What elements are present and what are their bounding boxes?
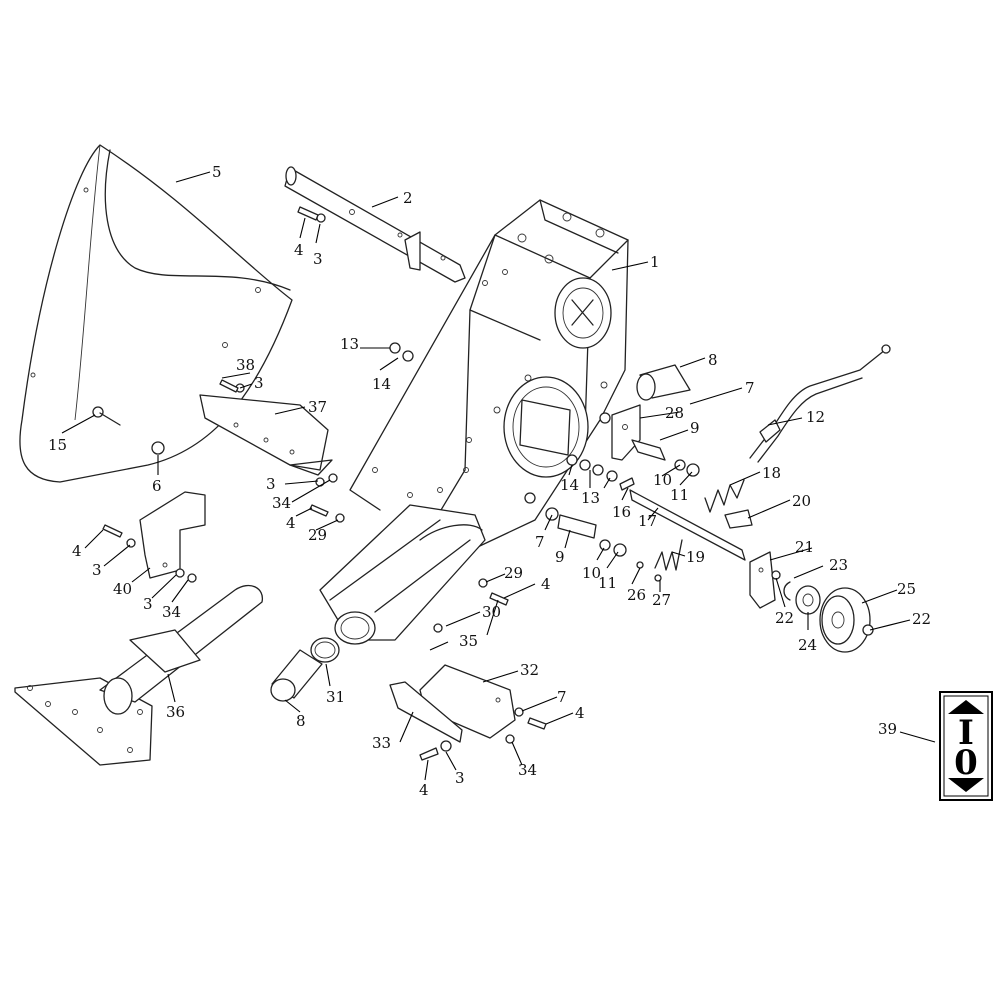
bracket-40: [139, 491, 206, 579]
label-part-7: 7: [745, 379, 755, 397]
label-part-31: 31: [326, 688, 345, 706]
label-part-19: 19: [686, 548, 705, 566]
label-part-11: 11: [598, 574, 617, 592]
main-frame: [349, 199, 629, 561]
label-part-8: 8: [708, 351, 718, 369]
direction-decal: I 0: [939, 691, 993, 801]
label-part-34: 34: [272, 494, 291, 512]
label-part-22: 22: [775, 609, 794, 627]
label-part-22: 22: [912, 610, 931, 628]
label-part-13: 13: [340, 335, 359, 353]
label-part-3: 3: [455, 769, 465, 787]
callout-labels: 1 2 4 3 5 13 14 38 3 37 15 6 3 34 4 29 4…: [48, 163, 931, 799]
label-part-6: 6: [152, 477, 162, 495]
label-part-25: 25: [897, 580, 916, 598]
label-part-4: 4: [294, 241, 304, 259]
label-part-33: 33: [372, 734, 391, 752]
label-part-13: 13: [581, 489, 600, 507]
decal-top-symbol: I: [958, 713, 974, 753]
label-part-2: 2: [403, 189, 413, 207]
sleeves: [270, 364, 691, 702]
label-part-20: 20: [792, 492, 811, 510]
label-part-29: 29: [308, 526, 327, 544]
label-part-39: 39: [878, 720, 897, 738]
label-part-37: 37: [308, 398, 327, 416]
down-arrow-icon: [948, 778, 984, 792]
label-part-29: 29: [504, 564, 523, 582]
bracket-pulley: [749, 551, 871, 653]
label-part-34: 34: [162, 603, 181, 621]
label-part-18: 18: [762, 464, 781, 482]
label-part-23: 23: [829, 556, 848, 574]
label-part-4: 4: [286, 514, 296, 532]
leader-lines: [61, 171, 936, 781]
label-part-3: 3: [92, 561, 102, 579]
label-part-24: 24: [798, 636, 817, 654]
label-part-4: 4: [541, 575, 551, 593]
label-part-3: 3: [254, 374, 264, 392]
hardware: [92, 206, 874, 761]
decal-bottom-symbol: 0: [954, 743, 978, 783]
label-part-11: 11: [670, 486, 689, 504]
cable-12: [749, 344, 891, 463]
shaft-springs: [557, 479, 753, 571]
label-part-30: 30: [482, 603, 501, 621]
label-part-12: 12: [806, 408, 825, 426]
label-part-4: 4: [419, 781, 429, 799]
label-part-1: 1: [650, 253, 660, 271]
label-part-14: 14: [560, 476, 579, 494]
brackets-32-33: [389, 664, 516, 743]
label-part-35: 35: [459, 632, 478, 650]
label-part-32: 32: [520, 661, 539, 679]
label-part-7: 7: [557, 688, 567, 706]
label-part-38: 38: [236, 356, 255, 374]
label-part-9: 9: [690, 419, 700, 437]
label-part-3: 3: [143, 595, 153, 613]
shaft-bracket: [284, 166, 466, 283]
bracket-28: [611, 404, 666, 461]
label-part-17: 17: [638, 512, 657, 530]
label-part-7: 7: [535, 533, 545, 551]
bracket-37: [199, 394, 333, 476]
label-part-26: 26: [627, 586, 646, 604]
lower-frame-tube: [319, 504, 486, 645]
label-part-10: 10: [653, 471, 672, 489]
label-part-3: 3: [313, 250, 323, 268]
label-part-15: 15: [48, 436, 67, 454]
label-part-10: 10: [582, 564, 601, 582]
label-part-36: 36: [166, 703, 185, 721]
label-part-14: 14: [372, 375, 391, 393]
label-part-4: 4: [575, 704, 585, 722]
label-part-8: 8: [296, 712, 306, 730]
label-part-21: 21: [795, 538, 814, 556]
label-part-5: 5: [212, 163, 222, 181]
label-part-16: 16: [612, 503, 631, 521]
label-part-9: 9: [555, 548, 565, 566]
up-arrow-icon: [948, 700, 984, 714]
label-part-28: 28: [665, 404, 684, 422]
label-part-3: 3: [266, 475, 276, 493]
label-part-4: 4: [72, 542, 82, 560]
label-part-34: 34: [518, 761, 537, 779]
label-part-40: 40: [113, 580, 132, 598]
lever-base-36: [14, 585, 263, 766]
label-part-27: 27: [652, 591, 671, 609]
